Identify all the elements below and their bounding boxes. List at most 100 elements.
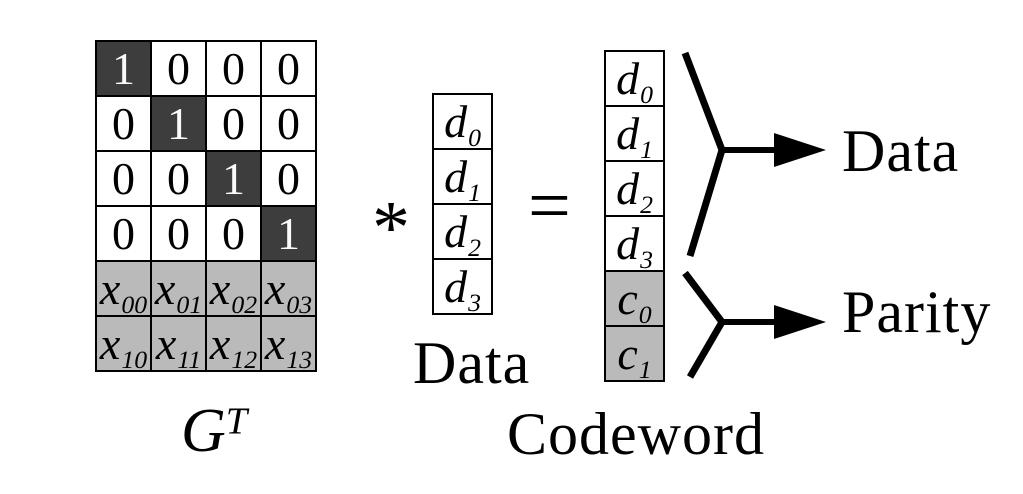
matrix-subscript: 00	[121, 289, 148, 316]
matrix-title-superscript: T	[225, 400, 248, 443]
matrix-title: GT	[181, 400, 247, 462]
matrix-value: 1	[222, 152, 245, 204]
data-vector-title: Data	[413, 330, 531, 396]
codeword-data-cell: d3	[604, 215, 665, 272]
vector-row: d2	[604, 160, 665, 217]
vector-subscript: 3	[640, 244, 653, 271]
codeword-vector: d0 d1 d2 d3 c0 c1	[604, 50, 665, 382]
matrix-symbol: x	[264, 262, 286, 314]
vector-row: d2	[432, 203, 493, 260]
vector-subscript: 0	[468, 122, 481, 149]
matrix-subscript: 13	[286, 344, 313, 371]
matrix-cell-diagonal: 1	[260, 205, 317, 262]
matrix-cell: 0	[260, 150, 317, 207]
matrix-value: 0	[112, 207, 135, 259]
vector-subscript: 1	[638, 354, 652, 381]
matrix-symbol: x	[154, 262, 176, 314]
matrix-cell: 0	[205, 95, 262, 152]
matrix-cell: 0	[150, 150, 207, 207]
matrix-title-base: G	[181, 397, 226, 465]
data-vector-cell: d0	[432, 93, 493, 150]
vector-row: d0	[432, 93, 493, 150]
parity-annotation-label: Parity	[842, 279, 992, 345]
matrix-row: 0 1 0 0	[95, 95, 317, 152]
data-annotation-label: Data	[842, 118, 960, 184]
matrix-cell-parity: x03	[260, 260, 317, 317]
matrix-cell-diagonal: 1	[95, 40, 152, 97]
vector-row: d3	[432, 258, 493, 315]
parity-brace	[682, 270, 727, 379]
matrix-value: 0	[222, 97, 245, 149]
matrix-symbol: x	[209, 262, 231, 314]
vector-symbol: d	[616, 107, 640, 159]
vector-row: d3	[604, 215, 665, 272]
matrix-symbol: x	[264, 317, 286, 369]
matrix-cell: 0	[205, 40, 262, 97]
multiply-operator: *	[372, 186, 410, 270]
matrix-value: 0	[222, 42, 245, 94]
matrix-cell-parity: x00	[95, 260, 152, 317]
matrix-cell-parity: x10	[95, 315, 152, 372]
matrix-subscript: 11	[177, 344, 202, 371]
codeword-parity-cell: c0	[604, 270, 665, 327]
data-vector-cell: d1	[432, 148, 493, 205]
matrix-subscript: 03	[286, 289, 313, 316]
matrix-cell-diagonal: 1	[205, 150, 262, 207]
matrix-value: 0	[167, 207, 190, 259]
generator-matrix: 1 0 0 0 0 1 0 0 0 0 1 0 0 0 0 1 x00 x01 …	[95, 40, 317, 372]
matrix-value: 0	[222, 207, 245, 259]
matrix-cell-parity: x12	[205, 315, 262, 372]
vector-row: c0	[604, 270, 665, 327]
vector-subscript: 0	[640, 79, 653, 106]
vector-symbol: c	[617, 272, 638, 324]
matrix-parity-row: x10 x11 x12 x13	[95, 315, 317, 372]
matrix-value: 0	[112, 152, 135, 204]
equals-operator: =	[528, 164, 571, 248]
matrix-cell: 0	[260, 95, 317, 152]
matrix-value: 0	[167, 42, 190, 94]
codeword-data-cell: d2	[604, 160, 665, 217]
codeword-parity-cell: c1	[604, 325, 665, 382]
codeword-title: Codeword	[507, 401, 765, 467]
vector-row: c1	[604, 325, 665, 382]
data-vector-cell: d2	[432, 203, 493, 260]
vector-subscript: 0	[638, 299, 652, 326]
data-vector-cell: d3	[432, 258, 493, 315]
matrix-value: 1	[167, 97, 190, 149]
matrix-cell: 0	[205, 205, 262, 262]
matrix-value: 1	[112, 42, 135, 94]
matrix-row: 0 0 1 0	[95, 150, 317, 207]
matrix-cell: 0	[260, 40, 317, 97]
matrix-row: 1 0 0 0	[95, 40, 317, 97]
matrix-cell-parity: x11	[150, 315, 207, 372]
vector-symbol: d	[616, 52, 640, 104]
vector-symbol: d	[444, 150, 468, 202]
matrix-cell-parity: x02	[205, 260, 262, 317]
vector-symbol: d	[616, 217, 640, 269]
matrix-value: 0	[112, 97, 135, 149]
vector-subscript: 3	[468, 287, 481, 314]
matrix-parity-row: x00 x01 x02 x03	[95, 260, 317, 317]
matrix-cell-diagonal: 1	[150, 95, 207, 152]
matrix-value: 0	[167, 152, 190, 204]
data-brace-arrow-icon	[681, 51, 826, 258]
matrix-row: 0 0 0 1	[95, 205, 317, 262]
vector-row: d1	[604, 105, 665, 162]
matrix-value: 0	[277, 97, 300, 149]
matrix-cell: 0	[95, 95, 152, 152]
vector-row: d0	[604, 50, 665, 107]
vector-symbol: c	[617, 327, 638, 379]
matrix-symbol: x	[209, 317, 231, 369]
matrix-cell-parity: x13	[260, 315, 317, 372]
matrix-symbol: x	[99, 262, 121, 314]
codeword-data-cell: d1	[604, 105, 665, 162]
vector-subscript: 1	[640, 134, 653, 161]
vector-subscript: 2	[640, 189, 653, 216]
matrix-value: 1	[277, 207, 300, 259]
matrix-subscript: 01	[176, 289, 203, 316]
parity-brace-arrow-icon	[682, 270, 826, 379]
matrix-symbol: x	[155, 317, 177, 369]
matrix-cell: 0	[150, 205, 207, 262]
matrix-value: 0	[277, 42, 300, 94]
